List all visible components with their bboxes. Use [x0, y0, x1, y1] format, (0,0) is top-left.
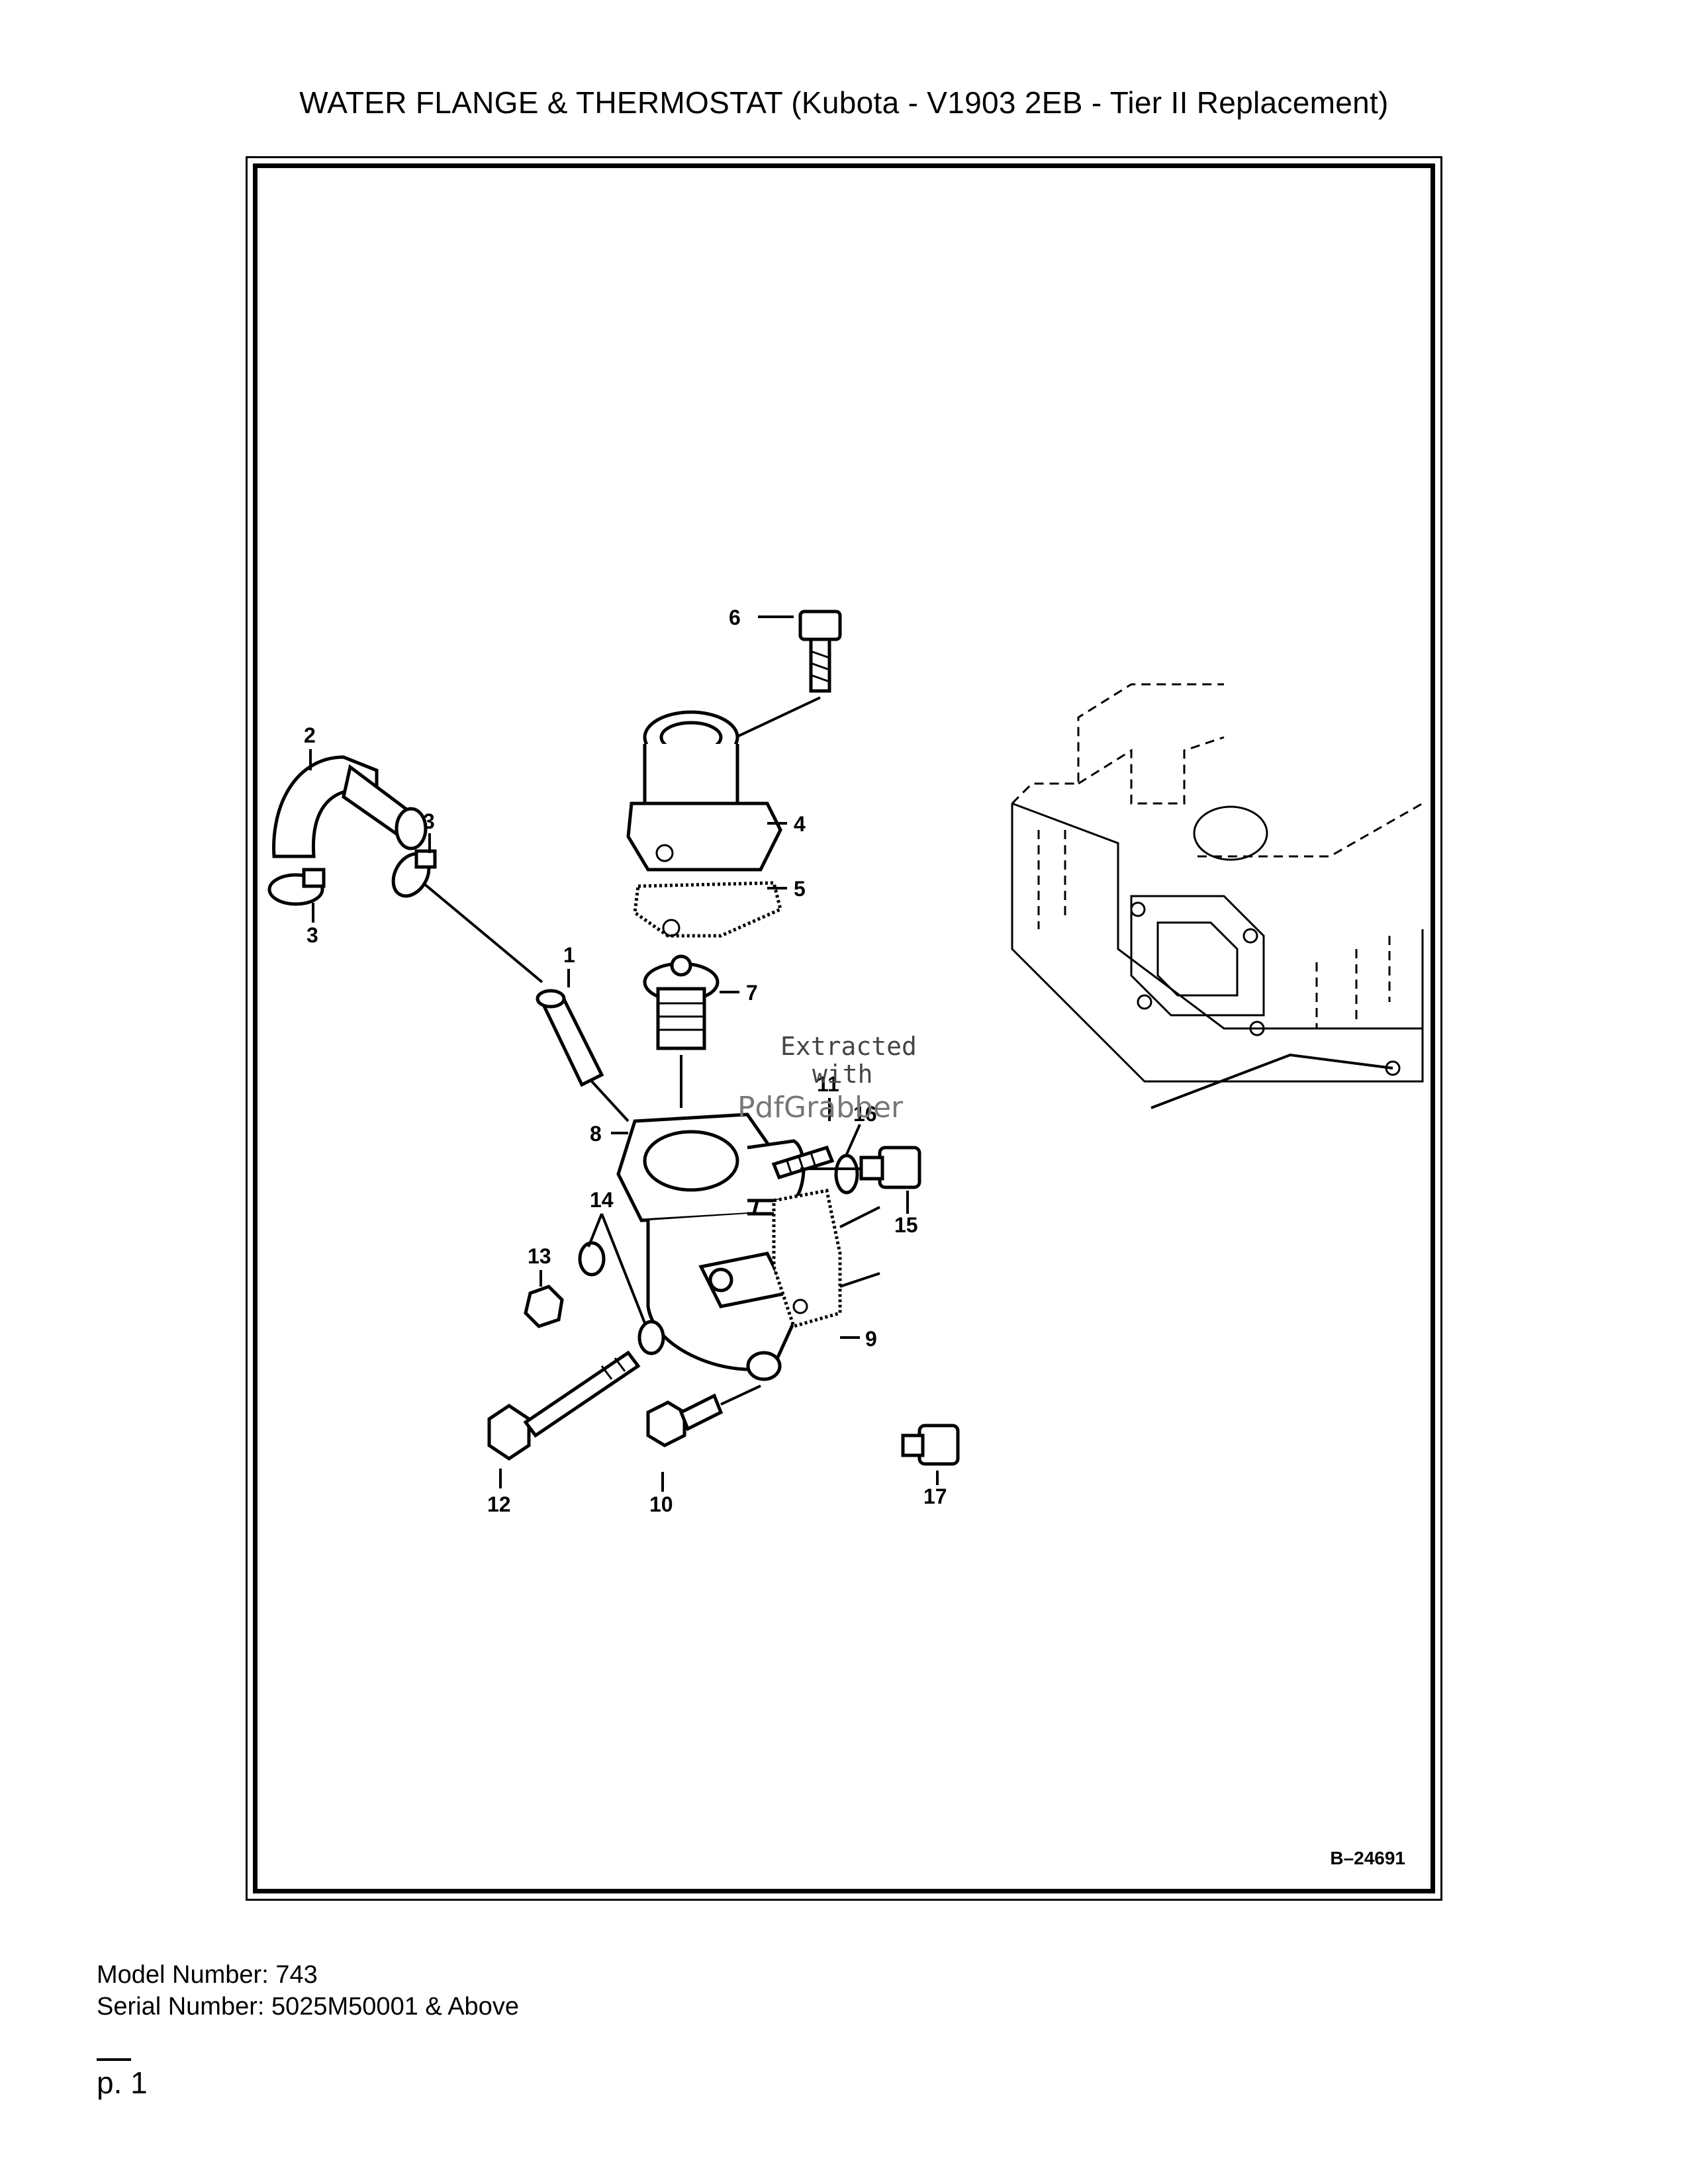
- bolt-part-10: [646, 1385, 761, 1447]
- page-number: p. 1: [97, 2066, 148, 2100]
- callout-9: 9: [865, 1327, 877, 1351]
- exploded-parts-diagram: 6 2 3 3 4 5 1 7 8 9 10 11 12 13 14 15 16…: [267, 606, 1424, 1516]
- engine-block-illustration: [1011, 683, 1424, 1109]
- page-number-rule: [97, 2058, 131, 2061]
- callout-5: 5: [794, 877, 806, 901]
- diagram-frame: 6 2 3 3 4 5 1 7 8 9 10 11 12 13 14 15 16…: [246, 156, 1442, 1901]
- watermark-line-2: with: [812, 1060, 873, 1089]
- callout-2: 2: [304, 723, 316, 747]
- callout-1: 1: [563, 943, 575, 967]
- figure-id: B–24691: [1330, 1848, 1405, 1868]
- serial-number: Serial Number: 5025M50001 & Above: [97, 1993, 519, 2021]
- plug-part-17: [901, 1424, 960, 1466]
- callout-11: 11: [817, 1072, 839, 1096]
- callout-16: 16: [853, 1102, 877, 1126]
- callout-6: 6: [729, 606, 741, 629]
- callout-13: 13: [528, 1244, 551, 1268]
- gasket-part-9: [772, 1189, 880, 1329]
- washer-part-16: [834, 1154, 859, 1195]
- pipe-part-1: [536, 989, 630, 1122]
- diagram-frame-inner: 6 2 3 3 4 5 1 7 8 9 10 11 12 13 14 15 16…: [253, 163, 1435, 1893]
- callout-12: 12: [487, 1492, 511, 1516]
- bolt-part-12: [487, 1350, 641, 1461]
- watermark-line-3: PdfGrabber: [737, 1091, 904, 1124]
- hose-clamp-3b: [391, 849, 437, 898]
- callout-3a: 3: [423, 809, 435, 833]
- thermostat-part-7: [643, 954, 720, 1108]
- thermostat-housing-part-8: [616, 1113, 809, 1381]
- callout-4: 4: [794, 812, 806, 836]
- water-flange-part-4: [626, 710, 782, 872]
- page-title: WATER FLANGE & THERMOSTAT (Kubota - V190…: [299, 85, 1389, 120]
- callout-7: 7: [746, 981, 758, 1005]
- watermark-line-1: Extracted: [780, 1032, 917, 1061]
- callout-8: 8: [590, 1122, 602, 1146]
- callout-3b: 3: [306, 923, 318, 947]
- hose-leader-line: [422, 882, 543, 983]
- callout-17: 17: [923, 1484, 947, 1508]
- model-info: Model Number: 743 Serial Number: 5025M50…: [97, 1959, 519, 2023]
- model-number: Model Number: 743: [97, 1961, 318, 1989]
- callout-10: 10: [649, 1492, 673, 1516]
- callout-leaders: [309, 615, 939, 1492]
- hose-part-2: [272, 755, 428, 858]
- gasket-part-5: [633, 881, 782, 938]
- plug-part-15: [800, 1146, 921, 1189]
- hose-clamp-3a: [267, 868, 326, 906]
- nut-part-13: [524, 1285, 564, 1328]
- washers-part-14: [578, 1241, 665, 1355]
- callout-14: 14: [590, 1188, 614, 1212]
- callout-15: 15: [894, 1213, 918, 1237]
- stud-part-11: [771, 1145, 835, 1180]
